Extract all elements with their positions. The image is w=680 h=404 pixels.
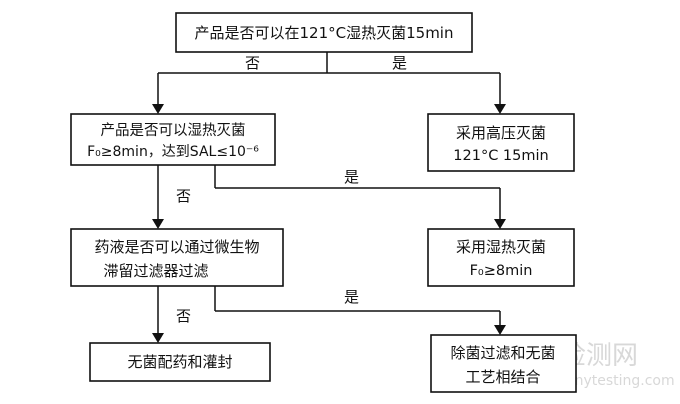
edge-label-yes-1: 是 [392,54,407,72]
node-filter-aseptic-box [430,334,577,393]
arrowhead-to-q2 [152,104,164,114]
node-high-pressure-box [427,113,575,172]
edge-labels: 否 是 否 是 否 是 [176,54,407,325]
node-start-box [175,12,473,53]
node-start: 产品是否可以在121°C湿热灭菌15min [175,12,473,53]
node-filter-aseptic-line-2: 工艺相结合 [465,368,540,386]
watermark-text-2: anytesting.com [566,373,675,389]
node-aseptic-box [89,342,271,382]
edge-label-no-1: 否 [245,54,260,72]
arrowhead-to-high-pressure [494,104,506,114]
node-q3-line-2: 滞留过滤器过滤 [103,262,208,280]
watermark: 检测网 anytesting.com [560,341,675,389]
arrowhead-to-aseptic [152,333,164,343]
node-aseptic-text: 无菌配药和灌封 [127,353,232,371]
node-aseptic: 无菌配药和灌封 [89,342,271,382]
node-moist-heat-line-2: F₀≥8min [470,263,533,279]
edge-label-no-3: 否 [176,307,191,325]
node-q3: 药液是否可以通过微生物 滞留过滤器过滤 [70,228,284,287]
node-q2-line-2: F₀≥8min，达到SAL≤10⁻⁶ [87,144,259,160]
arrowhead-to-filter-aseptic [494,325,506,335]
node-q2: 产品是否可以湿热灭菌 F₀≥8min，达到SAL≤10⁻⁶ [70,113,276,166]
node-moist-heat-box [427,228,575,287]
node-moist-heat: 采用湿热灭菌 F₀≥8min [427,228,575,287]
node-high-pressure-line-1: 采用高压灭菌 [456,124,546,142]
node-start-text: 产品是否可以在121°C湿热灭菌15min [195,24,454,42]
node-q3-box [70,228,284,287]
node-filter-aseptic: 除菌过滤和无菌 工艺相结合 [430,334,577,393]
arrowhead-to-q3 [152,219,164,229]
node-high-pressure: 采用高压灭菌 121°C 15min [427,113,575,172]
connectors [152,52,506,343]
node-high-pressure-line-2: 121°C 15min [453,148,548,164]
node-q2-line-1: 产品是否可以湿热灭菌 [101,122,246,139]
edge-label-no-2: 否 [176,187,191,205]
arrowhead-to-moist-heat [494,219,506,229]
node-q3-line-1: 药液是否可以通过微生物 [94,238,259,256]
edge-label-yes-2: 是 [344,168,359,186]
node-filter-aseptic-line-1: 除菌过滤和无菌 [450,344,555,362]
edge-label-yes-3: 是 [344,288,359,306]
node-q2-box [70,113,276,166]
node-moist-heat-line-1: 采用湿热灭菌 [456,238,546,256]
